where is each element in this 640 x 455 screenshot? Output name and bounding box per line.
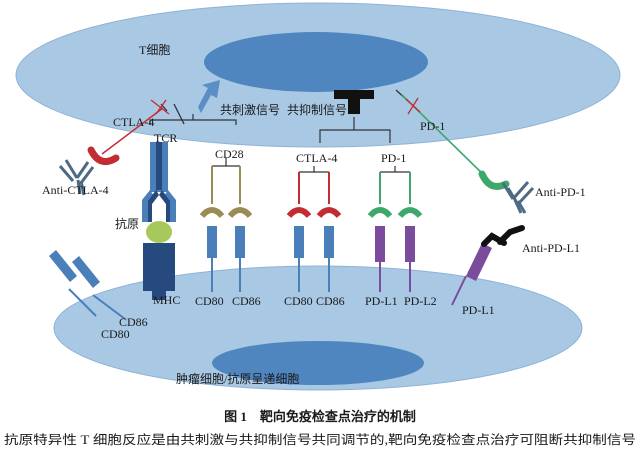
tcr-receptor (142, 142, 176, 222)
label-coinhib-signal: 共抑制信号 (287, 102, 347, 117)
label-pdl1-b: PD-L1 (462, 303, 495, 317)
figure-caption-title: 图 1 靶向免疫检查点治疗的机制 (224, 409, 416, 424)
label-t-cell: T细胞 (139, 43, 170, 57)
label-cd80-a: CD80 (195, 294, 224, 308)
mhc-molecule (143, 243, 175, 300)
cd28-receptor (199, 158, 253, 219)
label-cd80-left: CD80 (101, 327, 130, 341)
coinhib-bracket (319, 117, 391, 143)
inhibit-t-icon (334, 90, 374, 114)
blocked-x-icon (150, 99, 170, 115)
label-pdl2: PD-L2 (404, 294, 437, 308)
label-cd86-b: CD86 (316, 294, 345, 308)
anti-pdl1-antibody (481, 225, 525, 247)
apc-cell (53, 265, 583, 391)
cd80-cd86-ligands-left (207, 226, 245, 292)
label-anti-pd1: Anti-PD-1 (535, 185, 586, 199)
label-mhc: MHC (153, 293, 180, 307)
shed-ligands-left (49, 250, 126, 320)
cd80-cd86-ligands-mid (294, 226, 334, 292)
label-cd28: CD28 (215, 147, 244, 161)
ctla4-receptor (286, 166, 342, 219)
label-anti-ctla4: Anti-CTLA-4 (42, 183, 109, 197)
costim-bracket (149, 114, 237, 125)
anti-pd1-antibody (478, 170, 535, 214)
pdl1-pdl2-ligands (375, 226, 415, 292)
anti-ctla4-antibody (58, 146, 120, 196)
label-pdl1-a: PD-L1 (365, 294, 398, 308)
label-costim-signal: 共刺激信号 (220, 103, 280, 117)
antigen-peptide (146, 221, 172, 243)
label-ctla4-top: CTLA-4 (113, 115, 154, 129)
t-cell-nucleus (204, 32, 428, 92)
label-cd86-left: CD86 (119, 315, 148, 329)
apc-cell-nucleus (212, 341, 424, 385)
label-cd80-b: CD80 (284, 294, 313, 308)
pd1-blocked (395, 89, 491, 182)
label-ctla4-mid: CTLA-4 (296, 151, 337, 165)
label-cd86-a: CD86 (232, 294, 261, 308)
pd1-receptor (367, 166, 423, 219)
figure-caption-body: 抗原特异性 T 细胞反应是由共刺激与共抑制信号共同调节的,靶向免疫检查点治疗可阻… (4, 432, 636, 447)
costim-arrow-icon (198, 80, 220, 113)
label-antigen: 抗原 (115, 216, 139, 231)
apc-cell-membrane (53, 265, 583, 391)
label-pd1-top: PD-1 (420, 119, 445, 133)
pdl1-right (451, 243, 492, 306)
label-apc: 肿瘤细胞/抗原呈递细胞 (176, 371, 299, 386)
ctla4-blocked (101, 99, 185, 155)
label-tcr: TCR (154, 131, 177, 145)
t-cell (15, 2, 621, 148)
label-anti-pdl1: Anti-PD-L1 (522, 241, 580, 255)
label-pd1-mid: PD-1 (381, 151, 406, 165)
